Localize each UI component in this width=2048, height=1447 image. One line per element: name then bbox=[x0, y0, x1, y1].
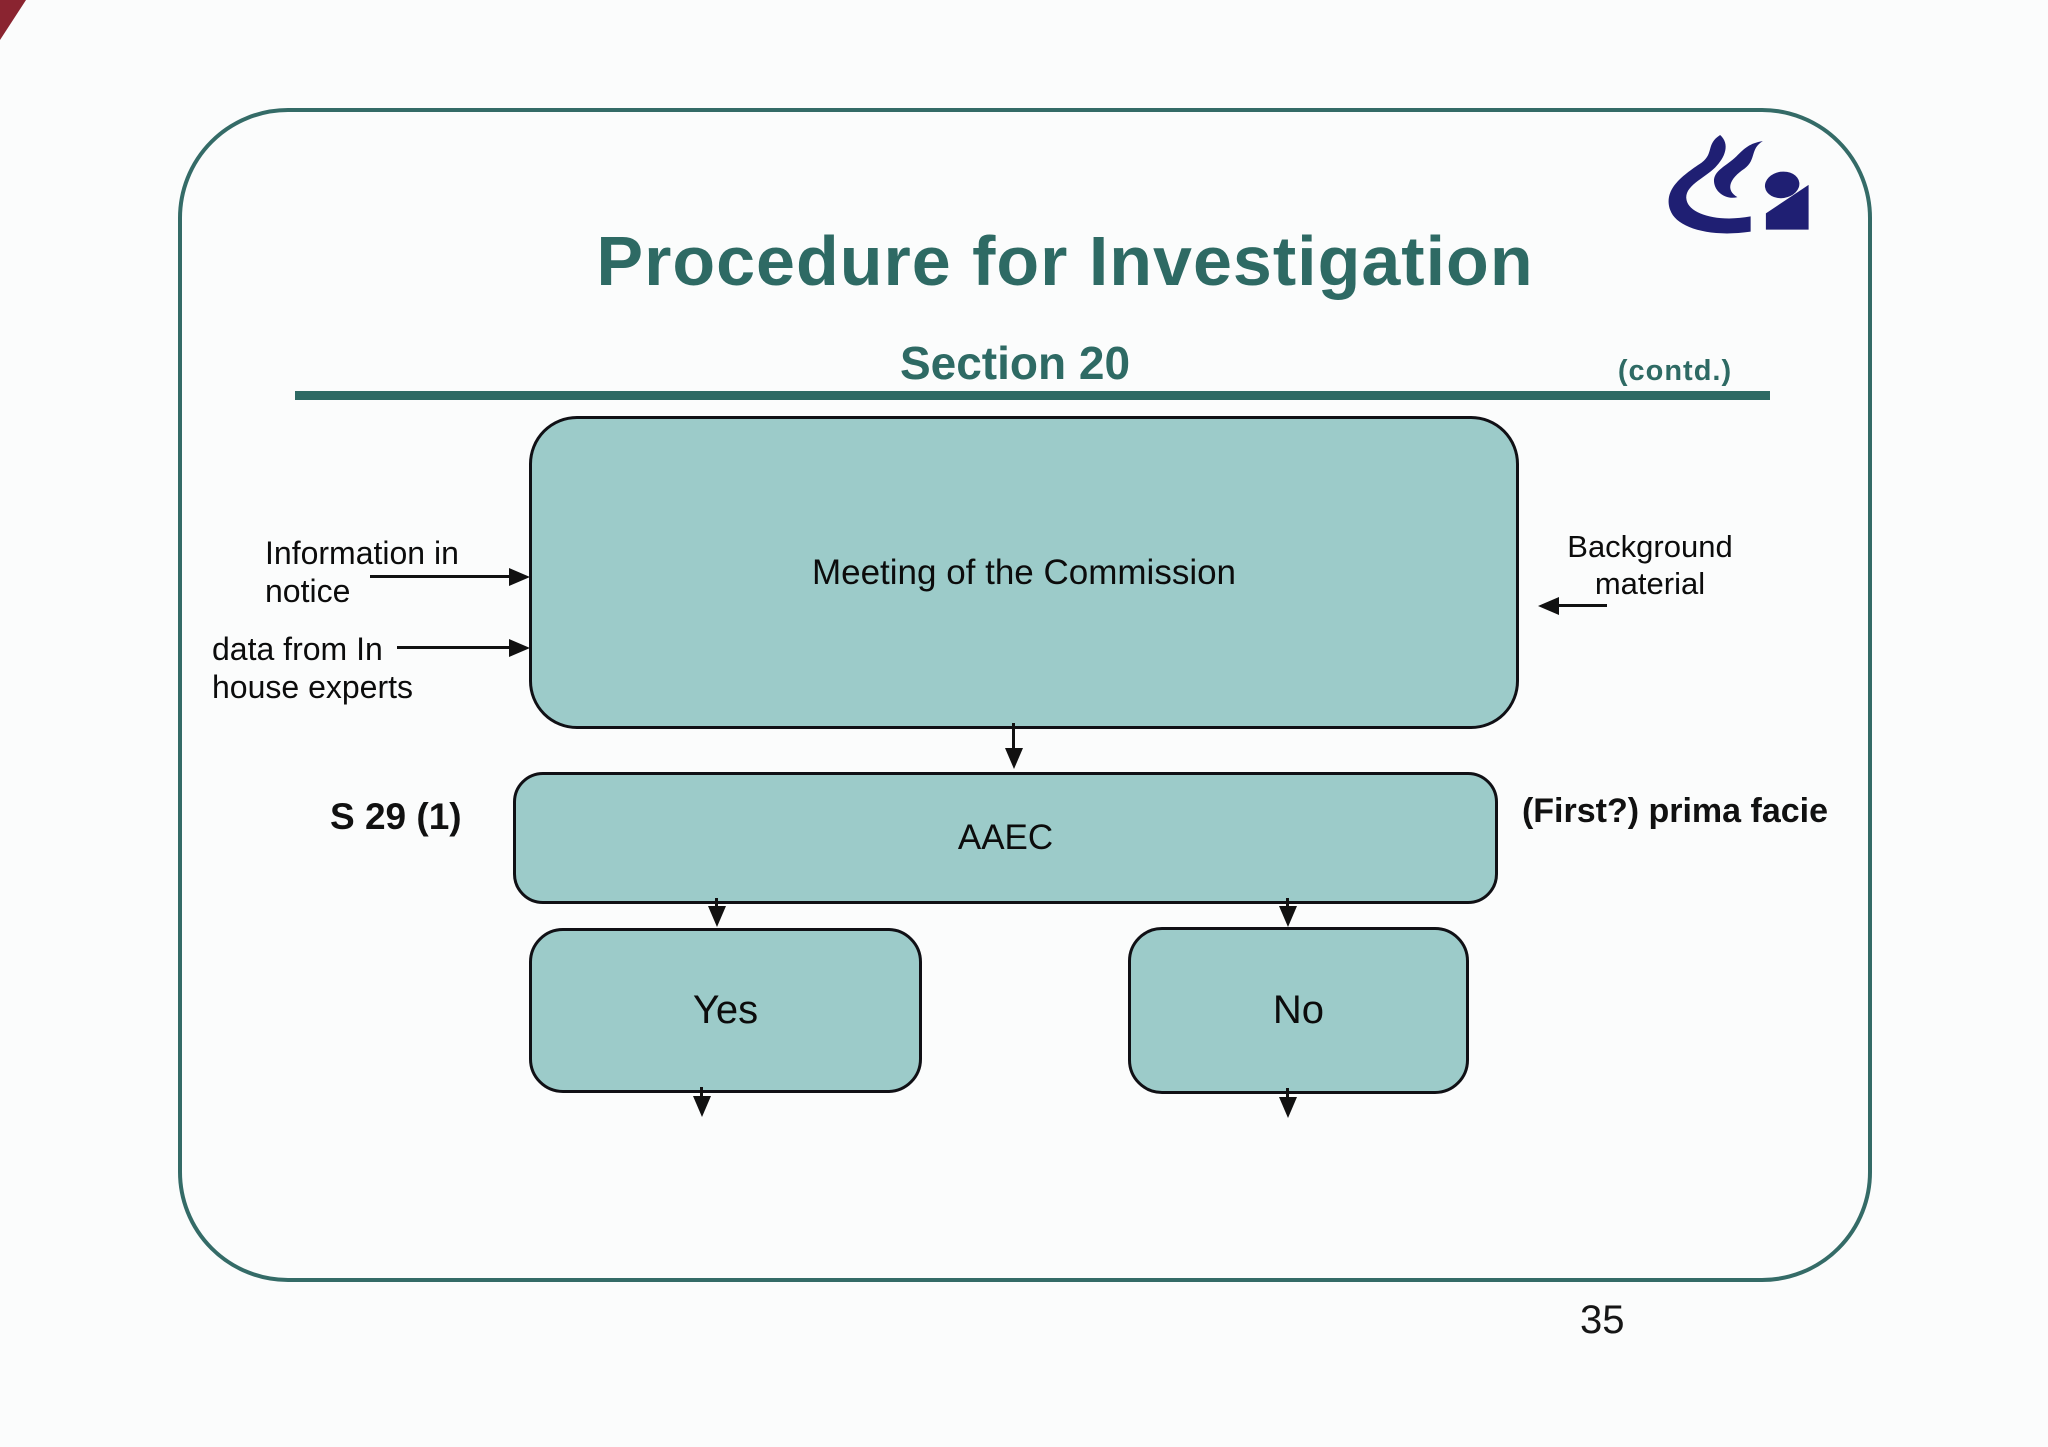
logo-inner-flame bbox=[1713, 141, 1763, 198]
contd-label: (contd.) bbox=[1617, 355, 1733, 387]
arrow-meeting-to-aaec bbox=[1012, 723, 1015, 749]
slide-frame bbox=[178, 108, 1872, 1282]
arrow-background-to-meeting bbox=[1558, 604, 1607, 607]
aaec-label: AAEC bbox=[957, 818, 1054, 857]
meeting-commission-box: Meeting of the Commission bbox=[529, 416, 1519, 729]
label-data-line1: data from In bbox=[212, 631, 383, 667]
arrow-data-to-meeting bbox=[397, 646, 510, 649]
label-data-from-experts: data from In house experts bbox=[212, 630, 413, 706]
cci-logo bbox=[1668, 135, 1809, 234]
no-label: No bbox=[1272, 988, 1325, 1032]
logo-dot bbox=[1764, 171, 1800, 199]
aaec-box: AAEC bbox=[513, 772, 1498, 904]
label-information-line2: notice bbox=[265, 573, 351, 609]
corner-artifact bbox=[0, 0, 26, 40]
meeting-commission-label: Meeting of the Commission bbox=[811, 552, 1237, 592]
yes-label: Yes bbox=[692, 988, 759, 1032]
label-background-line2: material bbox=[1594, 566, 1706, 601]
arrow-yes-out bbox=[700, 1087, 703, 1097]
subtitle-underline bbox=[295, 391, 1770, 400]
section-subtitle: Section 20 bbox=[899, 337, 1131, 389]
label-information-line1: Information in bbox=[265, 535, 459, 571]
label-s29: S 29 (1) bbox=[330, 796, 462, 837]
logo-wedge bbox=[1765, 184, 1809, 230]
label-prima-facie: (First?) prima facie bbox=[1521, 792, 1829, 830]
page-title: Procedure for Investigation bbox=[596, 222, 1534, 300]
arrow-information-to-meeting bbox=[370, 575, 510, 578]
no-box: No bbox=[1128, 927, 1469, 1094]
label-information-in-notice: Information in notice bbox=[265, 534, 459, 610]
arrow-aaec-to-no bbox=[1286, 898, 1289, 907]
label-data-line2: house experts bbox=[212, 669, 414, 705]
arrow-aaec-to-yes bbox=[715, 898, 718, 907]
arrow-no-out bbox=[1286, 1088, 1289, 1098]
label-background-line1: Background bbox=[1567, 529, 1733, 564]
yes-box: Yes bbox=[529, 928, 922, 1093]
logo-outer-flame bbox=[1668, 135, 1751, 234]
label-background-material: Background material bbox=[1545, 528, 1755, 602]
page-number: 35 bbox=[1580, 1298, 1625, 1342]
